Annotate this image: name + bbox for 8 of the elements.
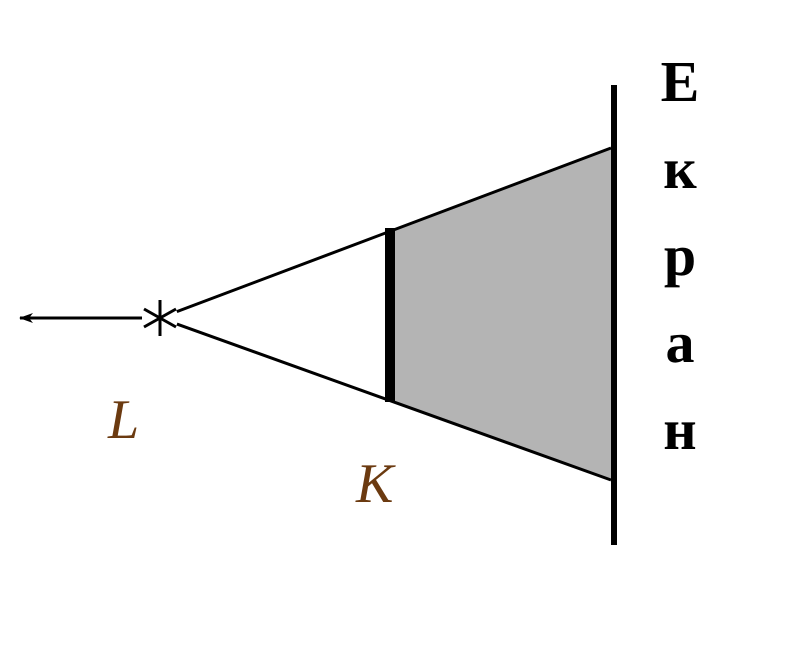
light-ray	[176, 322, 612, 482]
plate	[385, 228, 395, 402]
point-label: K	[356, 456, 394, 512]
screen-label: Екран	[660, 48, 700, 464]
light-source-star	[142, 300, 178, 336]
point-label: L	[108, 392, 140, 448]
arrow	[19, 313, 142, 323]
light-ray	[176, 146, 612, 314]
